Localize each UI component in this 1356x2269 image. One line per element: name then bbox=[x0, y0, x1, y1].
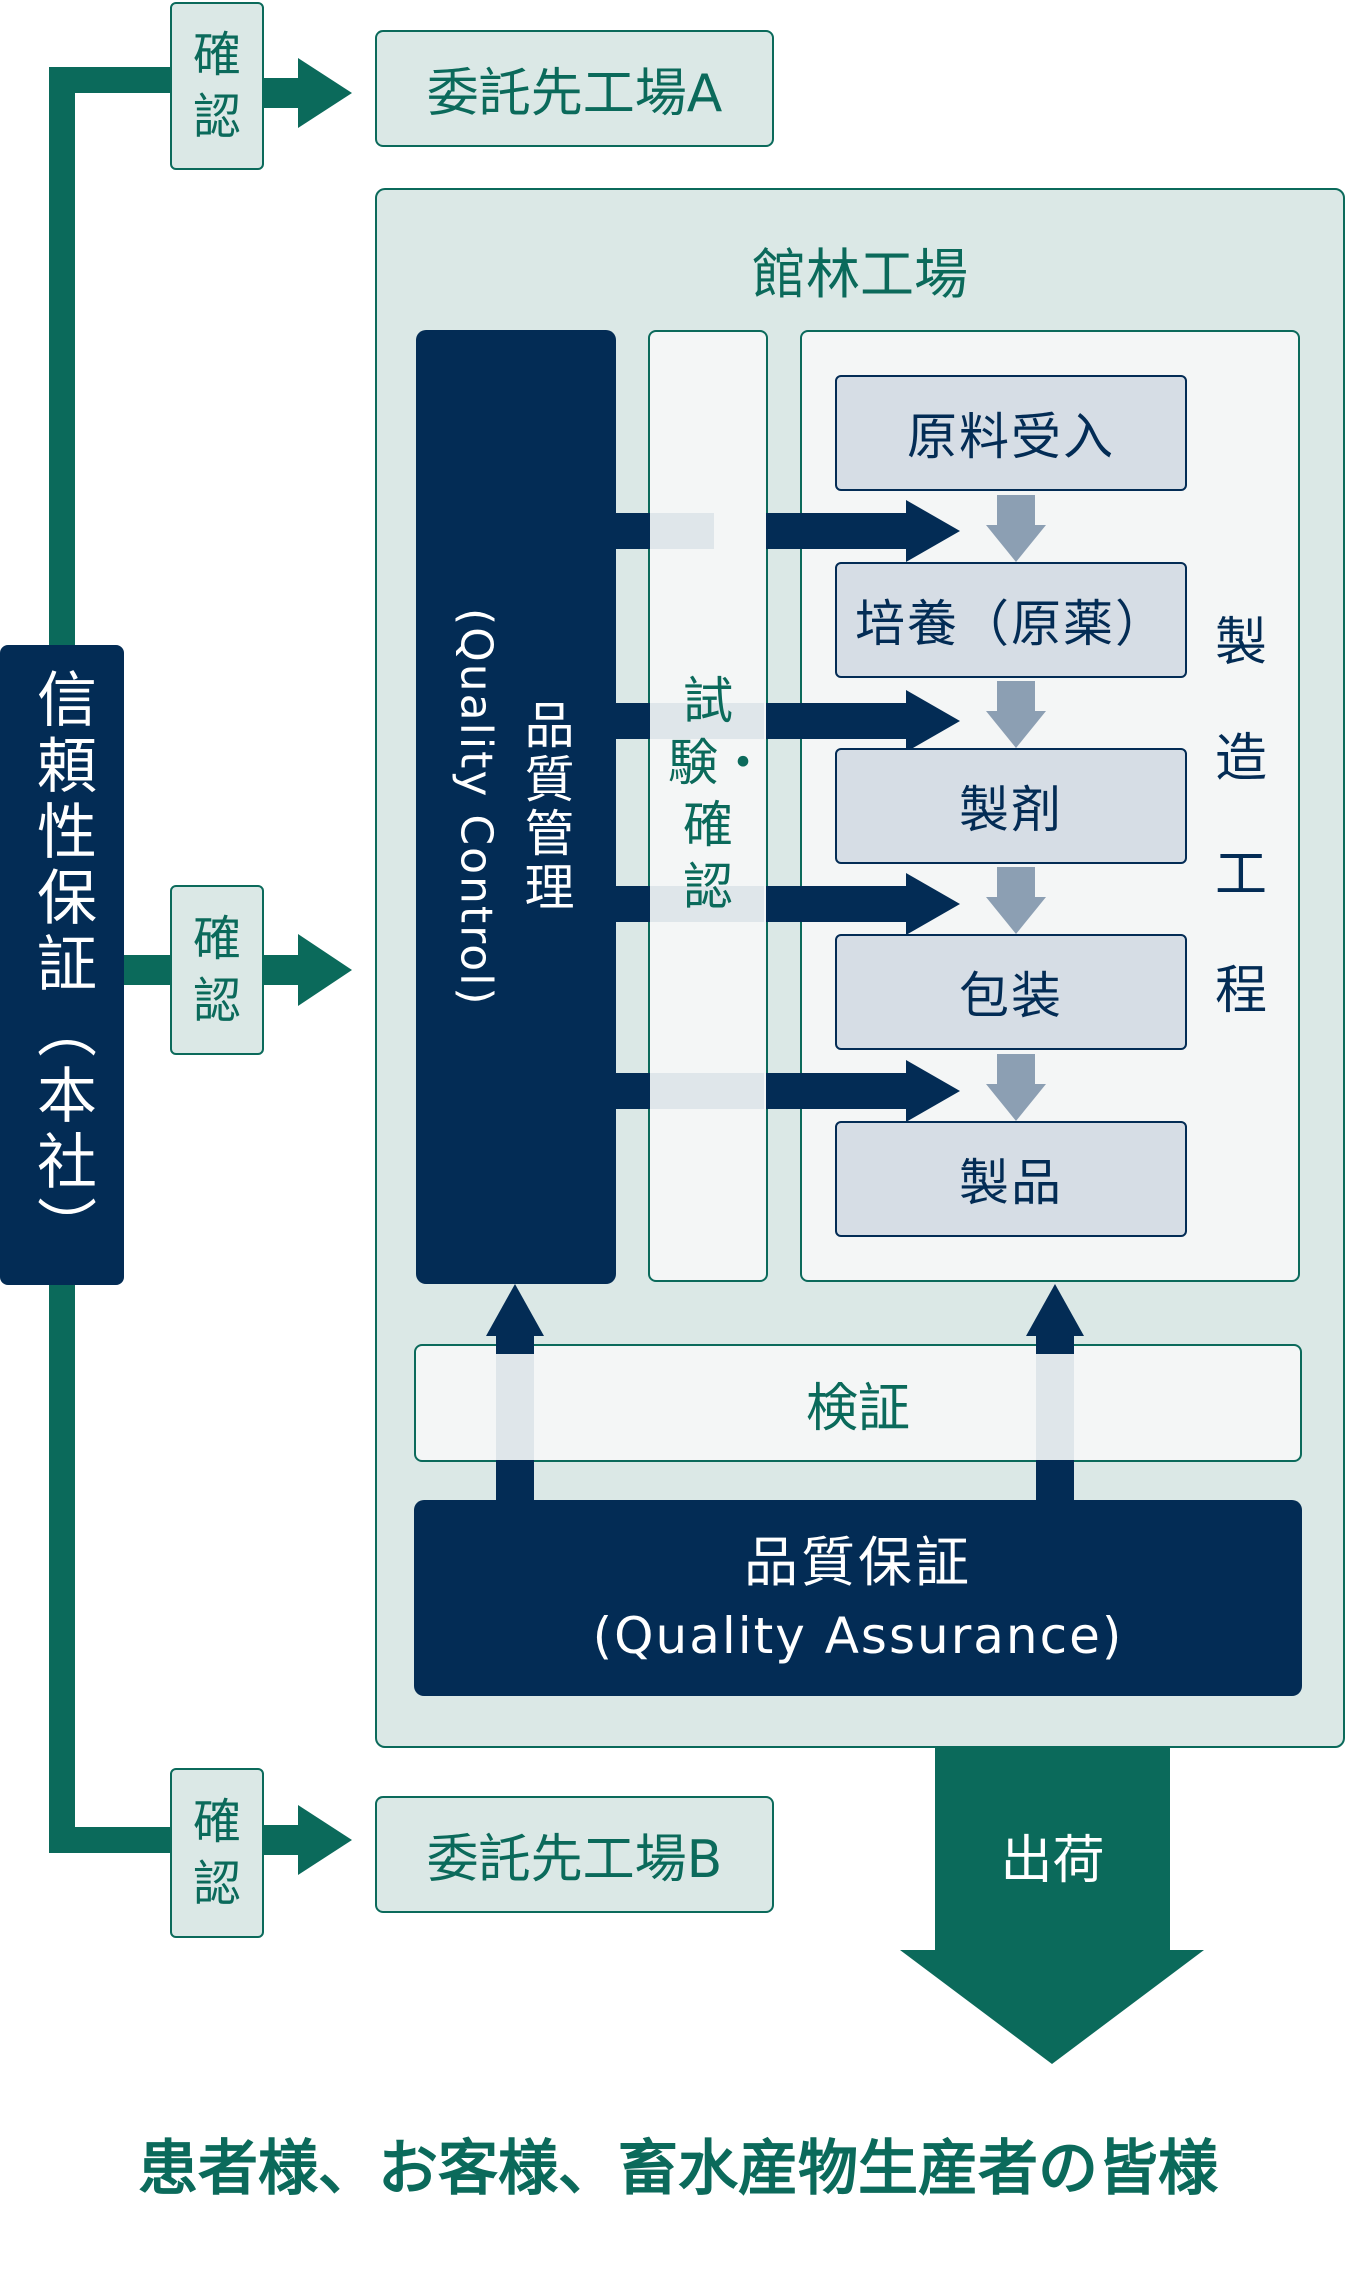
qc-arrow-1 bbox=[614, 500, 960, 562]
qa-arrow-to-qc bbox=[486, 1284, 544, 1504]
qa-label-ja: 品質保証 bbox=[744, 1531, 972, 1594]
confirm-arrow-a-head bbox=[298, 58, 352, 128]
qc-arrow-4 bbox=[614, 1060, 960, 1122]
confirm-arrow-mid-stem bbox=[120, 955, 172, 985]
qc-arrow-2 bbox=[614, 690, 960, 752]
step-arrow-2 bbox=[986, 681, 1046, 748]
confirm-arrow-b-shaft bbox=[262, 1825, 302, 1855]
qc-label-en: (Quality Control) bbox=[450, 607, 502, 1007]
confirm-arrow-b-head bbox=[298, 1805, 352, 1875]
confirm-box-mid: 確認 bbox=[170, 885, 264, 1055]
qa-label-en: (Quality Assurance) bbox=[592, 1607, 1124, 1665]
hq-reliability-assurance: 信頼性保証（本社） bbox=[0, 645, 124, 1285]
factory-title: 館林工場 bbox=[752, 243, 968, 306]
step-arrow-3 bbox=[986, 867, 1046, 934]
quality-assurance-box: 品質保証 (Quality Assurance) bbox=[414, 1500, 1302, 1696]
step-product: 製品 bbox=[835, 1121, 1187, 1237]
hq-label: 信頼性保証（本社） bbox=[26, 668, 97, 1262]
recipients-caption: 患者様、お客様、畜水産物生産者の皆様 bbox=[138, 2134, 1218, 2204]
step-culture: 培養（原薬） bbox=[835, 562, 1187, 678]
hq-trunk-line bbox=[49, 67, 170, 650]
shipment-label: 出荷 bbox=[1000, 1831, 1105, 1891]
manufacturing-process-label: 製造工程 bbox=[1214, 613, 1267, 1021]
step-raw-material-receipt: 原料受入 bbox=[835, 375, 1187, 491]
step-formulation: 製剤 bbox=[835, 748, 1187, 864]
step-arrow-1 bbox=[986, 495, 1046, 562]
confirm-arrow-mid-head bbox=[298, 934, 352, 1006]
contractor-factory-a: 委託先工場A bbox=[375, 30, 774, 147]
step-arrow-4 bbox=[986, 1054, 1046, 1121]
testing-confirmation-label: 試験・確認 bbox=[668, 672, 768, 916]
qc-arrow-3 bbox=[614, 873, 960, 935]
qc-label-ja: 品質管理 bbox=[516, 699, 575, 915]
confirm-box-b: 確認 bbox=[170, 1768, 264, 1938]
contractor-factory-b: 委託先工場B bbox=[375, 1796, 774, 1913]
confirm-box-a: 確認 bbox=[170, 2, 264, 170]
qa-arrow-to-process bbox=[1026, 1284, 1084, 1504]
quality-control-box: 品質管理 (Quality Control) bbox=[416, 330, 616, 1284]
confirm-arrow-mid-shaft bbox=[262, 955, 302, 985]
confirm-arrow-a-shaft bbox=[262, 78, 302, 108]
hq-trunk-line-lower bbox=[49, 1280, 170, 1853]
step-packaging: 包装 bbox=[835, 934, 1187, 1050]
shipment-arrow bbox=[900, 1748, 1204, 2064]
